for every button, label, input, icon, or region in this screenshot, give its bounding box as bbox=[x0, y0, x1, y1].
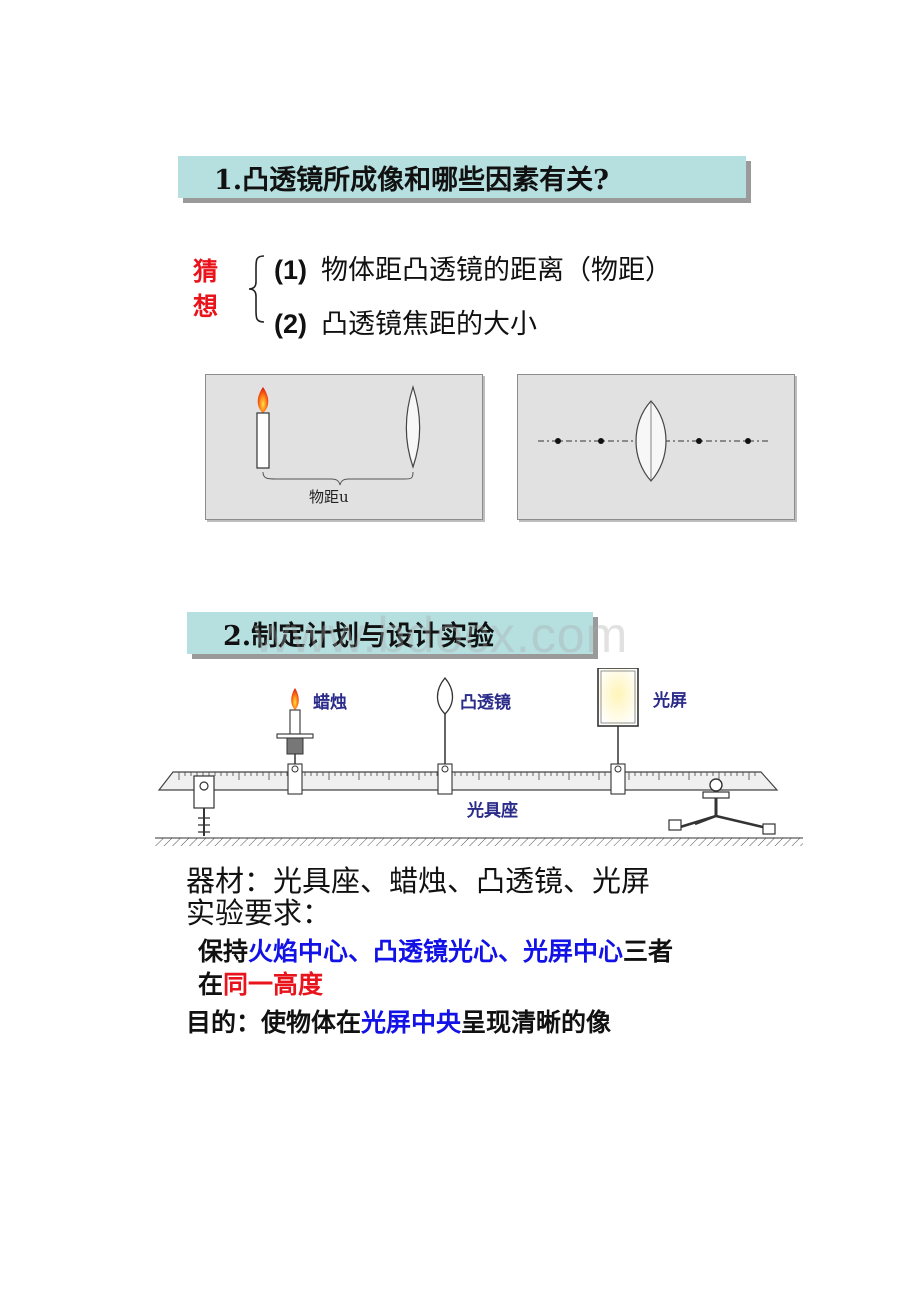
object-distance-label: 物距u bbox=[309, 488, 349, 506]
lens-icon bbox=[436, 676, 454, 795]
purpose-blue: 光屏中央 bbox=[361, 1008, 462, 1037]
lens-label: 凸透镜 bbox=[460, 693, 511, 713]
requirement-line-2: 在同一高度 bbox=[198, 965, 323, 1001]
candle-icon bbox=[256, 387, 270, 469]
section-2-title: 2.制定计划与设计实验 bbox=[187, 612, 593, 654]
focal-length-figure bbox=[517, 374, 795, 520]
req2-pre: 在 bbox=[198, 970, 224, 999]
requirement-line-1: 保持火焰中心、凸透镜光心、光屏中心三者 bbox=[198, 932, 673, 968]
hypothesis-1-number: (1) bbox=[274, 255, 307, 285]
req2-red: 同一高度 bbox=[223, 970, 324, 999]
lens-icon bbox=[405, 385, 421, 469]
candle-icon bbox=[276, 688, 314, 795]
curly-brace-icon bbox=[248, 255, 265, 323]
candle-label: 蜡烛 bbox=[313, 693, 347, 713]
screen-label: 光屏 bbox=[653, 691, 687, 711]
purpose-line: 目的：使物体在光屏中央呈现清晰的像 bbox=[186, 1003, 611, 1039]
optical-bench-figure: 蜡烛 凸透镜 光屏 光具座 bbox=[155, 667, 803, 848]
hypothesis-2: (2) 凸透镜焦距的大小 bbox=[274, 302, 537, 341]
hypothesis-1: (1) 物体距凸透镜的距离（物距） bbox=[274, 248, 672, 287]
bench-label: 光具座 bbox=[467, 801, 518, 821]
guess-char-2: 想 bbox=[193, 292, 219, 321]
hypothesis-1-text: 物体距凸透镜的距离（物距） bbox=[321, 255, 672, 286]
purpose-pre: 目的：使物体在 bbox=[186, 1008, 362, 1037]
guess-char-1: 猜 bbox=[193, 257, 219, 286]
req1-pre: 保持 bbox=[198, 937, 249, 966]
object-distance-figure: 物距u bbox=[205, 374, 483, 520]
equipment-line: 器材：光具座、蜡烛、凸透镜、光屏 bbox=[186, 864, 651, 898]
hypothesis-2-number: (2) bbox=[274, 309, 307, 339]
watermark: www.bdocx.com bbox=[254, 607, 629, 663]
req1-blue: 火焰中心、凸透镜光心、光屏中心 bbox=[248, 937, 624, 966]
purpose-post: 呈现清晰的像 bbox=[461, 1008, 612, 1037]
bench-rail bbox=[157, 771, 779, 791]
hypothesis-2-text: 凸透镜焦距的大小 bbox=[321, 309, 537, 340]
distance-brace-icon bbox=[262, 471, 414, 486]
section-1-title: 1.凸透镜所成像和哪些因素有关? bbox=[178, 156, 746, 198]
requirement-title: 实验要求： bbox=[186, 896, 332, 930]
req1-post: 三者 bbox=[623, 937, 674, 966]
screen-icon bbox=[597, 667, 639, 795]
